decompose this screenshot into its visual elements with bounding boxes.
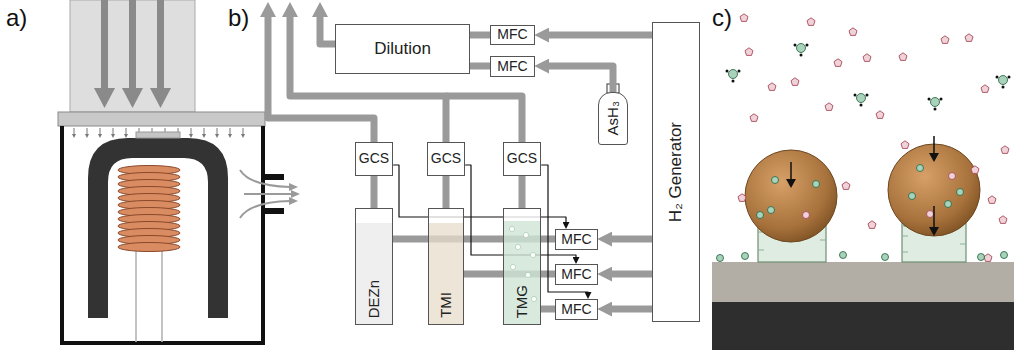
gas-inlet — [70, 0, 195, 112]
coil-lead — [162, 248, 163, 342]
gas-pipe — [610, 306, 652, 313]
outlet-pipes — [268, 16, 522, 142]
reactor — [58, 0, 300, 343]
gas-pipe — [547, 32, 652, 39]
mfc-box: MFC — [555, 264, 598, 285]
gas-cylinder: AsH₃ — [598, 92, 628, 145]
node-label: GCS — [359, 151, 389, 166]
gas-pipe — [470, 32, 490, 39]
gas-pipe — [547, 66, 613, 92]
panel-label: b) — [228, 4, 249, 32]
node-label: H₂ Generator — [667, 122, 686, 222]
growth-heads — [786, 153, 939, 236]
substrate — [712, 262, 1014, 302]
gas-pipe — [470, 63, 490, 70]
node-label: TMI — [438, 292, 455, 318]
gcs-box: GCS — [355, 142, 393, 176]
exhaust-flange — [262, 174, 284, 180]
node-label: MFC — [497, 59, 527, 74]
panel-label: a) — [6, 4, 27, 32]
node-label: MFC — [561, 232, 591, 247]
gas-pipe — [610, 271, 652, 278]
gas-pipe — [371, 176, 378, 208]
chamber-wall — [62, 126, 263, 343]
mfc-box: MFC — [555, 229, 598, 250]
panel-label: c) — [712, 4, 732, 32]
inlet-arrows — [94, 0, 171, 108]
substrate-base — [712, 302, 1014, 350]
node-label: GCS — [507, 151, 537, 166]
exhaust-heads — [289, 183, 300, 205]
gas-pipe — [443, 176, 450, 208]
coil-lead — [136, 248, 137, 342]
gas-pipe — [541, 306, 555, 313]
dilution-box: Dilution — [335, 24, 470, 74]
growth-sketch — [712, 14, 1014, 350]
susceptor-housing — [88, 138, 228, 318]
gcs-box: GCS — [503, 142, 541, 176]
node-label: DEZn — [366, 280, 383, 318]
bubbler-bottle: DEZn — [355, 208, 393, 325]
mfc-box: MFC — [490, 25, 535, 45]
bubbler-bottle: TMG — [503, 208, 541, 325]
node-label: MFC — [561, 302, 591, 317]
coil-lead — [161, 248, 163, 342]
catalyst-droplet — [745, 150, 837, 242]
node-label: AsH₃ — [605, 101, 622, 135]
gas-pipe — [519, 176, 526, 208]
outlet-heads — [260, 2, 328, 17]
generator-box: H₂ Generator — [652, 22, 700, 322]
node-label: MFC — [497, 27, 527, 42]
node-label: Dilution — [374, 40, 431, 59]
showerhead-flow — [72, 128, 245, 138]
coil-lead — [135, 248, 137, 342]
heater-coil — [118, 166, 180, 252]
mfc-box: MFC — [490, 56, 535, 77]
node-label: GCS — [431, 151, 461, 166]
growth-arrows — [791, 136, 934, 228]
exhaust-flange — [262, 208, 284, 214]
gcs-box: GCS — [427, 142, 465, 176]
node-label: TMG — [514, 285, 531, 318]
node-label: MFC — [561, 267, 591, 282]
exhaust-flow — [240, 170, 292, 218]
wafer — [136, 132, 180, 138]
precursor-particles — [717, 14, 1011, 262]
bubbler-bottle: TMI — [428, 208, 464, 325]
mfc-box: MFC — [555, 299, 598, 320]
gas-pipe — [610, 236, 652, 243]
showerhead — [58, 112, 265, 126]
catalyst-droplet — [888, 144, 980, 236]
